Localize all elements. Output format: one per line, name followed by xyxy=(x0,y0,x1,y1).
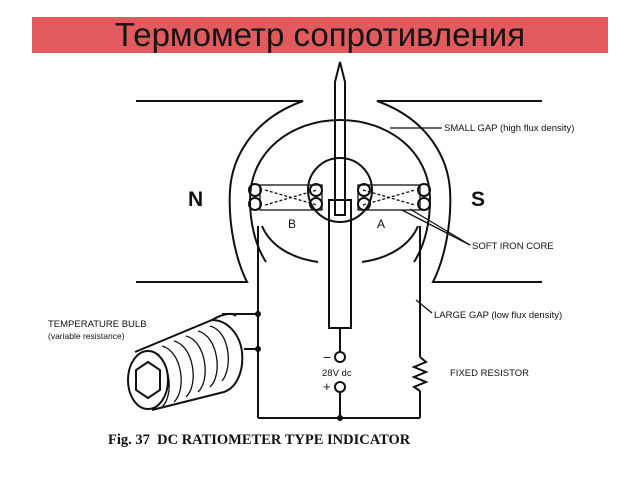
core-lower-right xyxy=(361,225,419,263)
core-lower-left xyxy=(261,225,319,263)
pointer xyxy=(334,61,346,216)
title-bar xyxy=(32,17,608,53)
coil-a xyxy=(357,183,431,211)
wiring xyxy=(222,226,421,421)
fixed-resistor xyxy=(411,356,429,392)
large-gap-label: LARGE GAP (low flux density) xyxy=(434,310,562,321)
supply-plus-label: + xyxy=(323,379,331,394)
south-pole-piece xyxy=(376,100,542,283)
variable-resistance-label: (variable resistance) xyxy=(48,331,125,341)
fixed-resistor-label: FIXED RESISTOR xyxy=(450,368,529,379)
shaft xyxy=(328,199,352,329)
figure-caption: Fig. 37 DC RATIOMETER TYPE INDICATOR xyxy=(108,432,411,448)
small-gap-label: SMALL GAP (high flux density) xyxy=(444,123,574,134)
soft-iron-core-label: SOFT IRON CORE xyxy=(472,241,554,252)
supply-negative-terminal xyxy=(334,351,346,363)
supply-minus-label: − xyxy=(323,349,331,365)
leader-lines xyxy=(390,127,471,314)
temperature-bulb xyxy=(127,312,244,411)
supply-voltage-label: 28V dc xyxy=(322,368,352,379)
coil-a-label: A xyxy=(377,217,385,231)
pole-north-label: N xyxy=(188,188,203,211)
soft-iron-core xyxy=(248,118,432,263)
supply-positive-terminal xyxy=(334,381,346,393)
coil-b xyxy=(248,183,323,211)
north-pole-piece xyxy=(136,100,304,283)
temperature-bulb-label: TEMPERATURE BULB xyxy=(48,319,147,330)
slide-title: Термометр сопротивления xyxy=(114,16,526,53)
coil-b-label: B xyxy=(288,217,296,231)
pole-south-label: S xyxy=(471,188,485,211)
core-hub xyxy=(307,157,373,223)
